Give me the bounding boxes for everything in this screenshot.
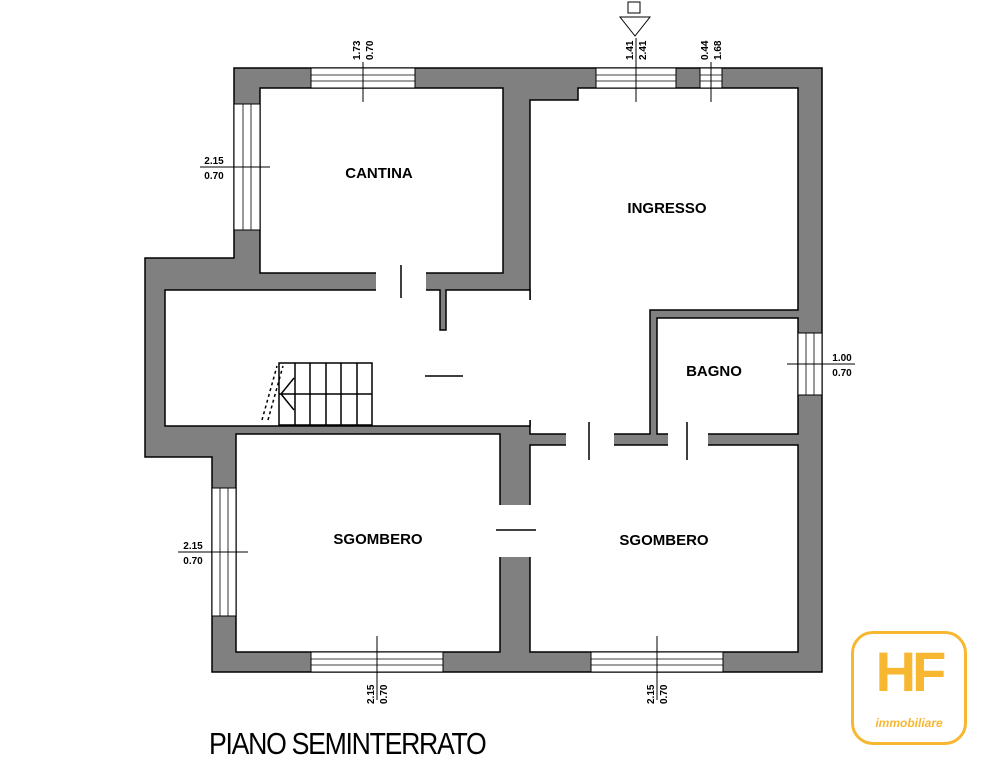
dim-right-bagno-b: 0.70 bbox=[832, 368, 852, 379]
label-sgombero-left: SGOMBERO bbox=[333, 531, 423, 548]
opening-sgomberi bbox=[498, 505, 534, 557]
dim-top-left-b: 0.70 bbox=[365, 40, 376, 60]
dim-top-entry-a: 1.41 bbox=[625, 40, 636, 60]
entrance-arrow-icon bbox=[618, 1, 652, 37]
dim-left-cantina-a: 2.15 bbox=[204, 156, 224, 167]
logo-subtitle: immobiliare bbox=[875, 716, 943, 730]
dim-right-bagno-a: 1.00 bbox=[832, 353, 852, 364]
label-cantina: CANTINA bbox=[345, 165, 413, 182]
room-cantina bbox=[259, 87, 504, 274]
dim-bottom-left-b: 0.70 bbox=[379, 684, 390, 704]
opening-ingresso-corridor bbox=[500, 300, 534, 420]
dim-top-left-a: 1.73 bbox=[352, 40, 363, 60]
dim-top-right-b: 1.68 bbox=[713, 40, 724, 60]
opening-sgombero-right bbox=[566, 428, 614, 448]
logo-mark: HF bbox=[875, 640, 947, 703]
room-sgombero-right bbox=[529, 444, 799, 653]
room-sgombero-left bbox=[235, 433, 501, 653]
dim-bottom-right-b: 0.70 bbox=[659, 684, 670, 704]
dim-left-sgombero-a: 2.15 bbox=[183, 541, 203, 552]
label-bagno: BAGNO bbox=[686, 363, 742, 380]
floor-title: PIANO SEMINTERRATO bbox=[209, 726, 487, 761]
room-bagno bbox=[656, 317, 799, 435]
dim-left-sgombero-b: 0.70 bbox=[183, 556, 203, 567]
room-corridor bbox=[164, 289, 531, 427]
staircase bbox=[261, 362, 373, 426]
dim-bottom-left-a: 2.15 bbox=[366, 684, 377, 704]
dim-left-cantina-b: 0.70 bbox=[204, 171, 224, 182]
label-sgombero-right: SGOMBERO bbox=[619, 532, 709, 549]
dim-bottom-right-a: 2.15 bbox=[646, 684, 657, 704]
dim-top-right-a: 0.44 bbox=[700, 40, 711, 60]
dim-top-entry-b: 2.41 bbox=[638, 40, 649, 60]
label-ingresso: INGRESSO bbox=[627, 200, 707, 217]
opening-bagno bbox=[668, 428, 708, 448]
hf-immobiliare-logo: HF immobiliare bbox=[851, 631, 967, 745]
